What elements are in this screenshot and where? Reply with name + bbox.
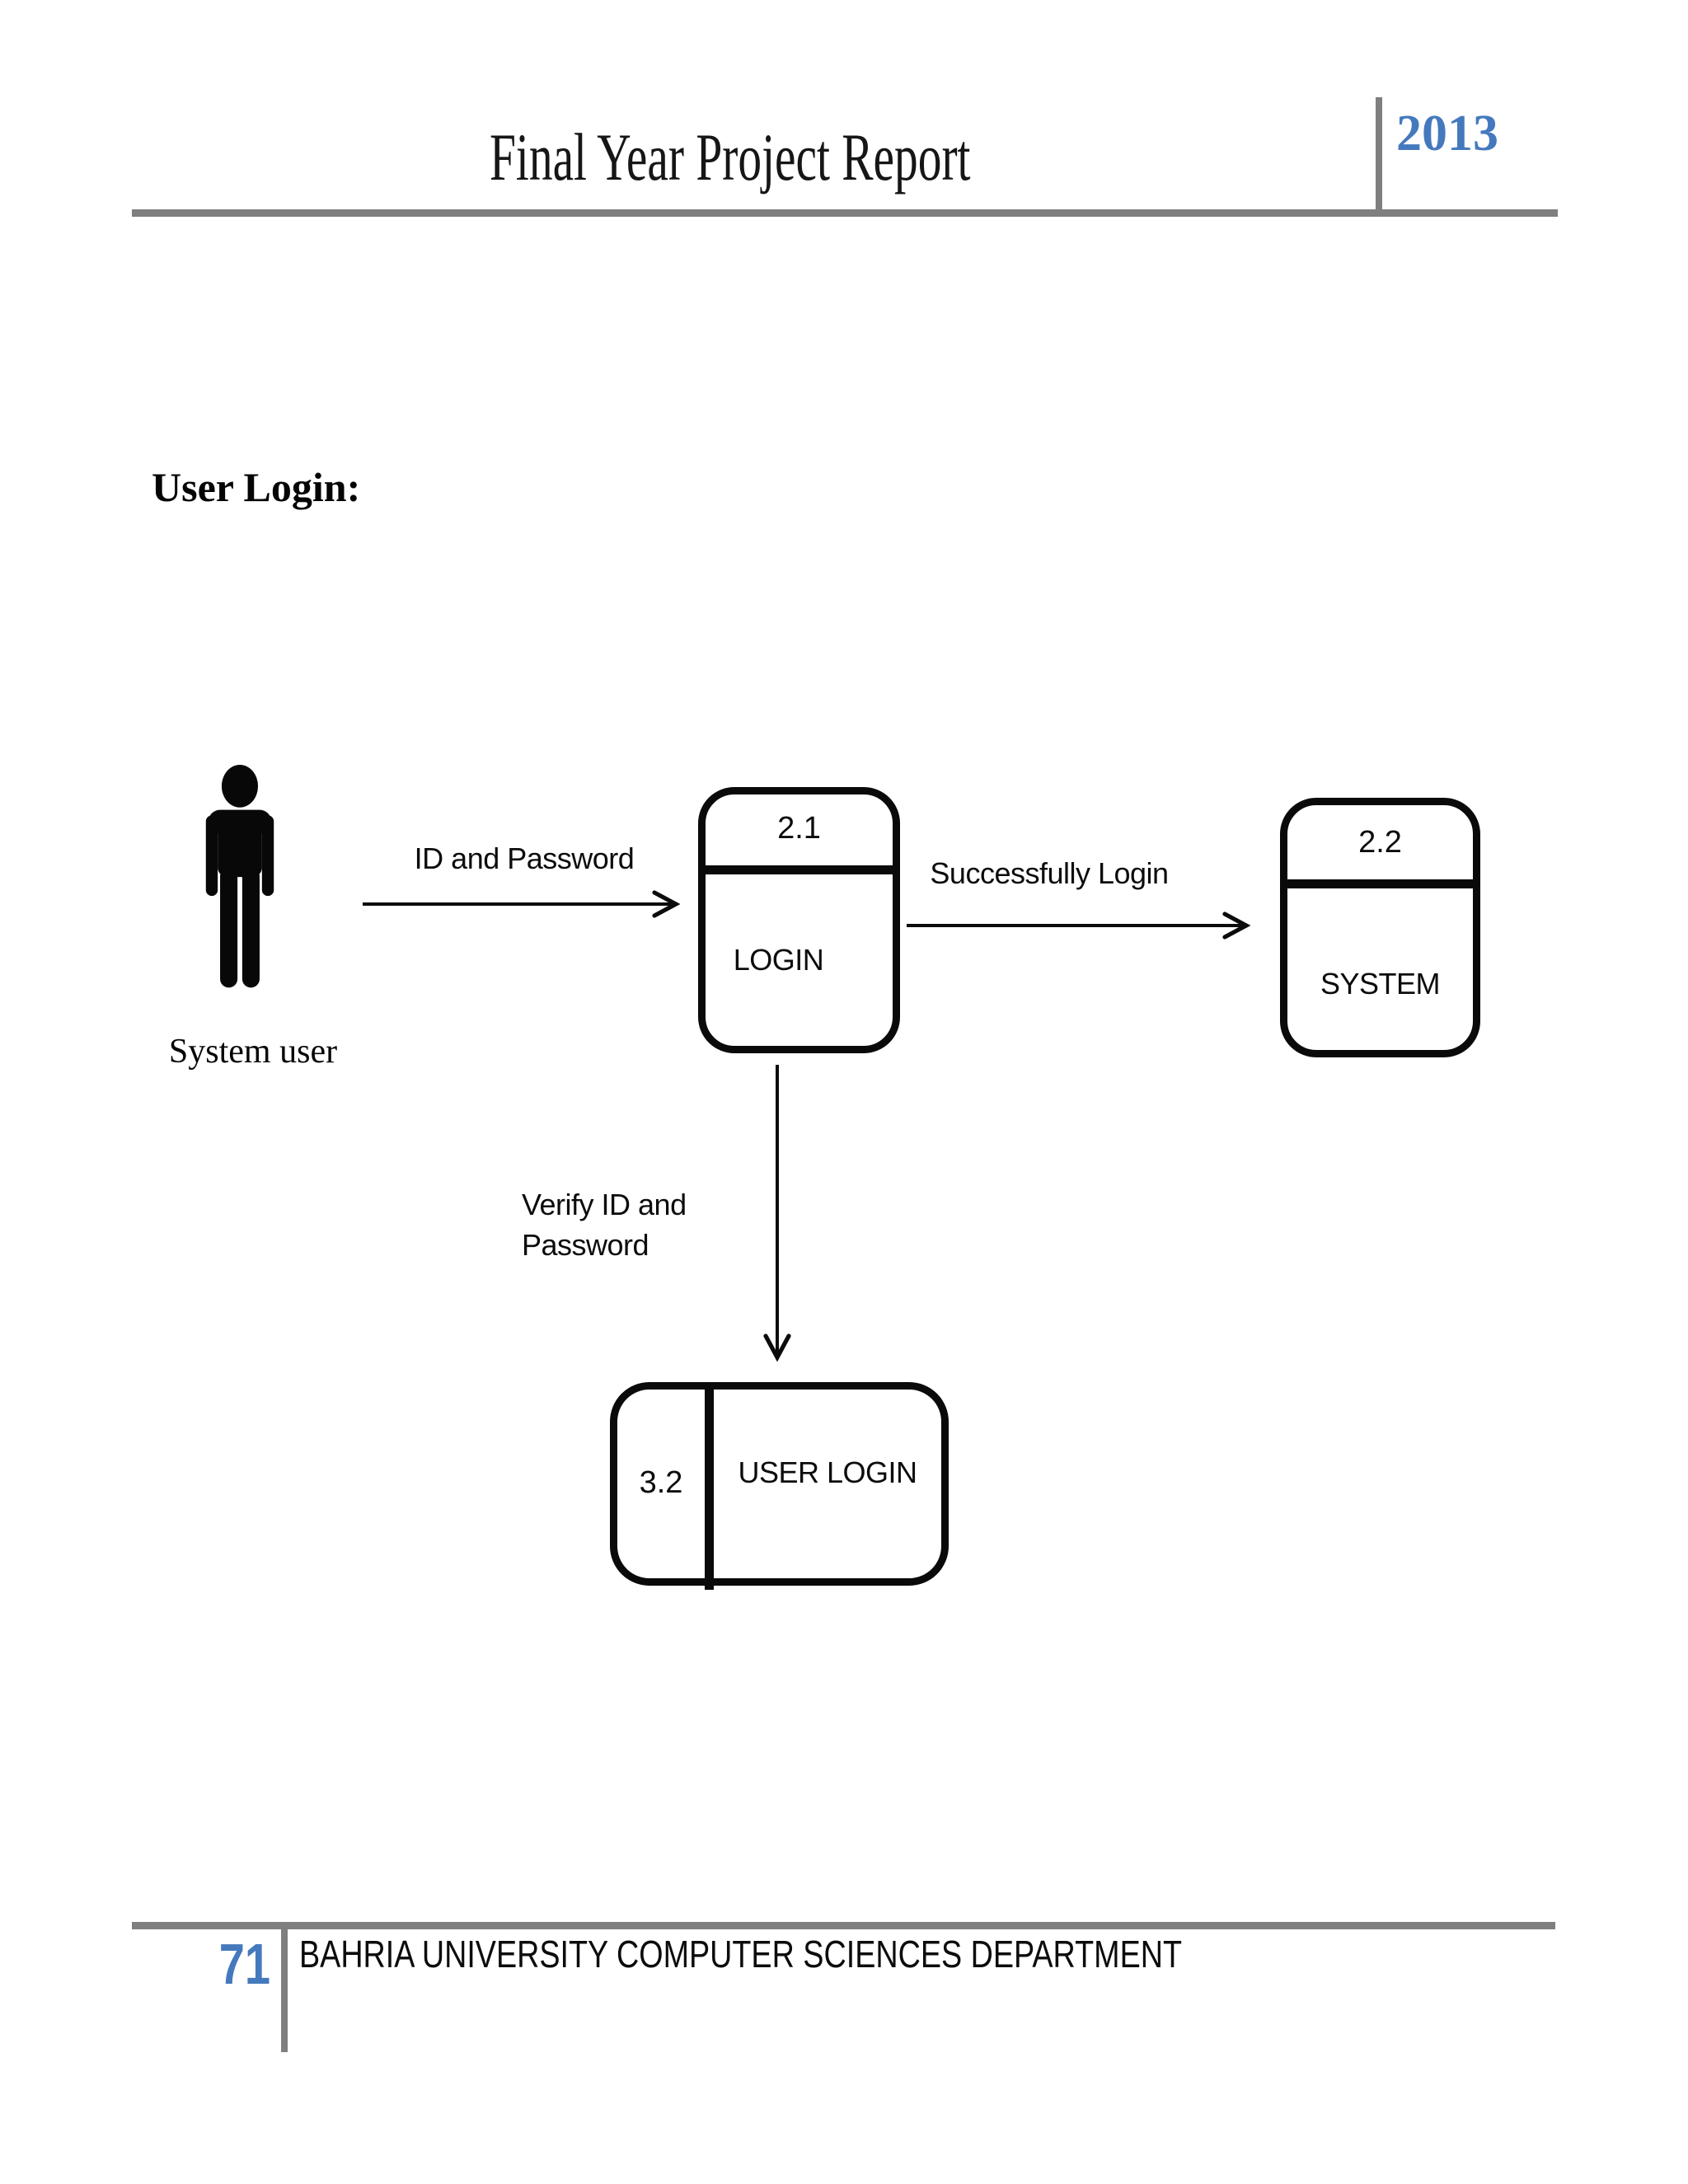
actor-label: System user xyxy=(168,1033,338,1071)
process-id: 2.1 xyxy=(777,811,821,846)
footer-page-number: 71 xyxy=(218,1932,270,1996)
header-rule xyxy=(132,209,1558,217)
footer-divider-line xyxy=(281,1922,288,2052)
flow-label-verify-line1: Verify ID and xyxy=(522,1188,687,1221)
datastore-name: USER LOGIN xyxy=(738,1455,917,1489)
section-heading: User Login: xyxy=(152,464,361,510)
datastore-box-user-login: 3.2 USER LOGIN xyxy=(610,1382,949,1590)
footer-department: BAHRIA UNIVERSITY COMPUTER SCIENCES DEPA… xyxy=(299,1933,1183,1975)
footer-rule xyxy=(132,1922,1555,1929)
datastore-divider xyxy=(705,1388,714,1590)
datastore-id: 3.2 xyxy=(639,1465,683,1500)
process-id: 2.2 xyxy=(1358,825,1402,860)
flow-label-verify-line2: Password xyxy=(522,1227,649,1262)
flow-label-id-password: ID and Password xyxy=(414,841,635,875)
process-divider xyxy=(1287,879,1473,888)
process-name: SYSTEM xyxy=(1320,967,1441,1001)
flow-label-verify: Verify ID and Password xyxy=(522,1185,687,1265)
header-year: 2013 xyxy=(1396,105,1498,162)
process-box-system: 2.2 SYSTEM xyxy=(1280,798,1480,1057)
header-divider-line xyxy=(1376,97,1382,213)
process-divider xyxy=(706,865,893,874)
page-title: Final Year Project Report xyxy=(490,120,971,194)
flow-label-successfully-login: Successfully Login xyxy=(930,856,1169,890)
process-box-login: 2.1 LOGIN xyxy=(698,787,900,1053)
process-name: LOGIN xyxy=(733,943,824,977)
person-icon xyxy=(205,765,274,988)
